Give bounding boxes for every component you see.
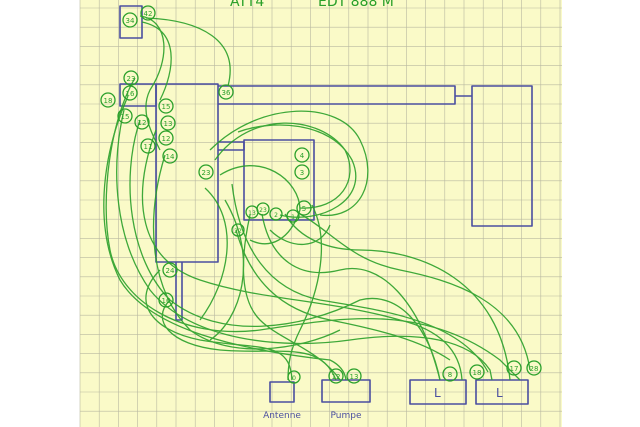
l2-connector [475, 379, 529, 405]
center-block [243, 139, 315, 221]
pin-marker: 23 [256, 202, 270, 216]
pin-marker: 4 [294, 147, 310, 163]
pin-marker: 3 [294, 164, 310, 180]
svg-text:23: 23 [259, 207, 267, 214]
pin-marker: 0 [287, 370, 301, 384]
svg-text:23: 23 [202, 169, 211, 177]
pin-marker: 11 [140, 138, 156, 154]
pin-marker: 23 [123, 70, 139, 86]
l1-connector [409, 379, 467, 405]
bus-bar [218, 85, 456, 105]
svg-text:28: 28 [530, 365, 539, 373]
svg-text:14: 14 [166, 153, 175, 161]
svg-text:11: 11 [144, 143, 153, 151]
svg-text:36: 36 [222, 89, 231, 97]
pin-marker: 16 [122, 85, 138, 101]
svg-text:23: 23 [127, 75, 136, 83]
svg-text:24: 24 [166, 267, 175, 275]
svg-text:15: 15 [121, 113, 130, 121]
pin-marker: 15 [158, 98, 174, 114]
pin-marker: 16 [158, 292, 174, 308]
svg-text:18: 18 [473, 369, 482, 377]
svg-text:0: 0 [292, 375, 296, 382]
pin-marker: 17 [506, 360, 522, 376]
right-box [471, 85, 533, 227]
pin-marker: 12 [158, 130, 174, 146]
pin-marker: 36 [218, 84, 234, 100]
svg-text:16: 16 [162, 297, 171, 305]
grid-lines [79, 0, 562, 427]
pin-marker: 14 [162, 148, 178, 164]
pin-marker: 15 [117, 108, 133, 124]
svg-text:15: 15 [162, 103, 171, 111]
pin-marker: 22 [231, 223, 245, 237]
svg-text:1: 1 [291, 214, 295, 221]
pin-marker: 8 [442, 366, 458, 382]
svg-text:34: 34 [126, 17, 135, 25]
pin-marker: 2 [269, 207, 283, 221]
l2-connector-letter: L [496, 386, 503, 400]
pin-marker: 13 [346, 368, 362, 384]
l1-connector-letter: L [434, 386, 441, 400]
pin-marker: 13 [160, 115, 176, 131]
antenne-label: Antenne [263, 411, 301, 421]
svg-text:16: 16 [126, 90, 135, 98]
pin-markers: 34 42 23 16 18 15 [100, 5, 542, 400]
svg-text:2: 2 [274, 212, 278, 219]
svg-text:13: 13 [350, 373, 359, 381]
svg-text:12: 12 [332, 373, 341, 381]
wire-harness [103, 15, 531, 381]
header-fragment-right: EDT 888 M [318, 0, 394, 10]
pumpe-label: Pumpe [331, 411, 362, 421]
svg-text:5: 5 [302, 205, 306, 213]
pin-marker: 42 [140, 5, 156, 21]
pin-marker: 18 [100, 92, 116, 108]
pin-marker: 18 [469, 364, 485, 380]
svg-text:22: 22 [234, 228, 242, 235]
svg-text:13: 13 [248, 210, 256, 217]
pin-marker: 5 [296, 200, 312, 216]
svg-text:4: 4 [300, 152, 305, 160]
pin-marker: 28 [526, 360, 542, 376]
pin-marker: 24 [162, 262, 178, 278]
svg-text:17: 17 [510, 365, 519, 373]
svg-text:13: 13 [164, 120, 173, 128]
main-block-stub [175, 262, 183, 321]
pin-marker: 23 [198, 164, 214, 180]
svg-text:12: 12 [138, 119, 147, 127]
antenne-connector [269, 381, 295, 403]
pin-marker: 12 [134, 114, 150, 130]
svg-text:42: 42 [144, 10, 153, 18]
svg-text:8: 8 [448, 371, 452, 379]
svg-text:3: 3 [300, 169, 304, 177]
pin-marker: 34 [122, 12, 138, 28]
svg-text:18: 18 [104, 97, 113, 105]
pin-marker: 1 [286, 209, 300, 223]
header-fragment-left: ATT4 [230, 0, 264, 10]
svg-text:12: 12 [162, 135, 171, 143]
main-block [155, 83, 219, 263]
pin-marker: 12 [328, 368, 344, 384]
